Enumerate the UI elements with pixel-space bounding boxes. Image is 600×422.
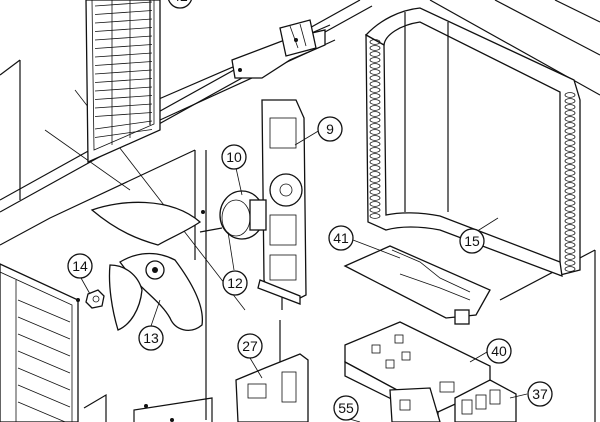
base-frame-lines xyxy=(83,393,213,422)
partition-plate-part xyxy=(235,353,309,422)
callout-55: 55 xyxy=(333,395,359,421)
cover-plate-part xyxy=(343,245,491,325)
terminal-block-part xyxy=(454,379,517,422)
callout-41: 41 xyxy=(328,225,354,251)
callout-10: 10 xyxy=(221,144,247,170)
callout-14: 14 xyxy=(67,253,93,279)
callout-15: 15 xyxy=(459,228,485,254)
rear-grille-part xyxy=(85,0,161,163)
callout-55-label: 55 xyxy=(338,400,354,416)
callout-37: 37 xyxy=(527,381,553,407)
fan-nut-part xyxy=(85,289,105,309)
callout-41-label: 41 xyxy=(333,230,349,246)
callout-15-label: 15 xyxy=(464,233,480,249)
callout-27-label: 27 xyxy=(242,338,258,354)
callout-42-label: 42 xyxy=(172,0,188,4)
callout-40-label: 40 xyxy=(491,343,507,359)
callout-37-label: 37 xyxy=(532,386,548,402)
callout-42: 42 xyxy=(167,0,193,9)
callout-40: 40 xyxy=(486,338,512,364)
fan-motor-part xyxy=(199,190,267,240)
callout-13-label: 13 xyxy=(143,330,159,346)
callout-9: 9 xyxy=(317,116,343,142)
callout-13: 13 xyxy=(138,325,164,351)
top-bracket-part xyxy=(231,19,326,79)
callout-27: 27 xyxy=(237,333,263,359)
condenser-coil-part xyxy=(364,7,581,277)
motor-bracket-part xyxy=(257,99,307,305)
electric-bracket-part xyxy=(389,387,441,422)
callout-12-label: 12 xyxy=(227,275,243,291)
callout-10-label: 10 xyxy=(226,149,242,165)
front-panel-part xyxy=(0,263,80,422)
callout-9-label: 9 xyxy=(326,121,334,137)
fan-blade-part xyxy=(90,201,204,331)
callout-12: 12 xyxy=(222,270,248,296)
callout-14-label: 14 xyxy=(72,258,88,274)
